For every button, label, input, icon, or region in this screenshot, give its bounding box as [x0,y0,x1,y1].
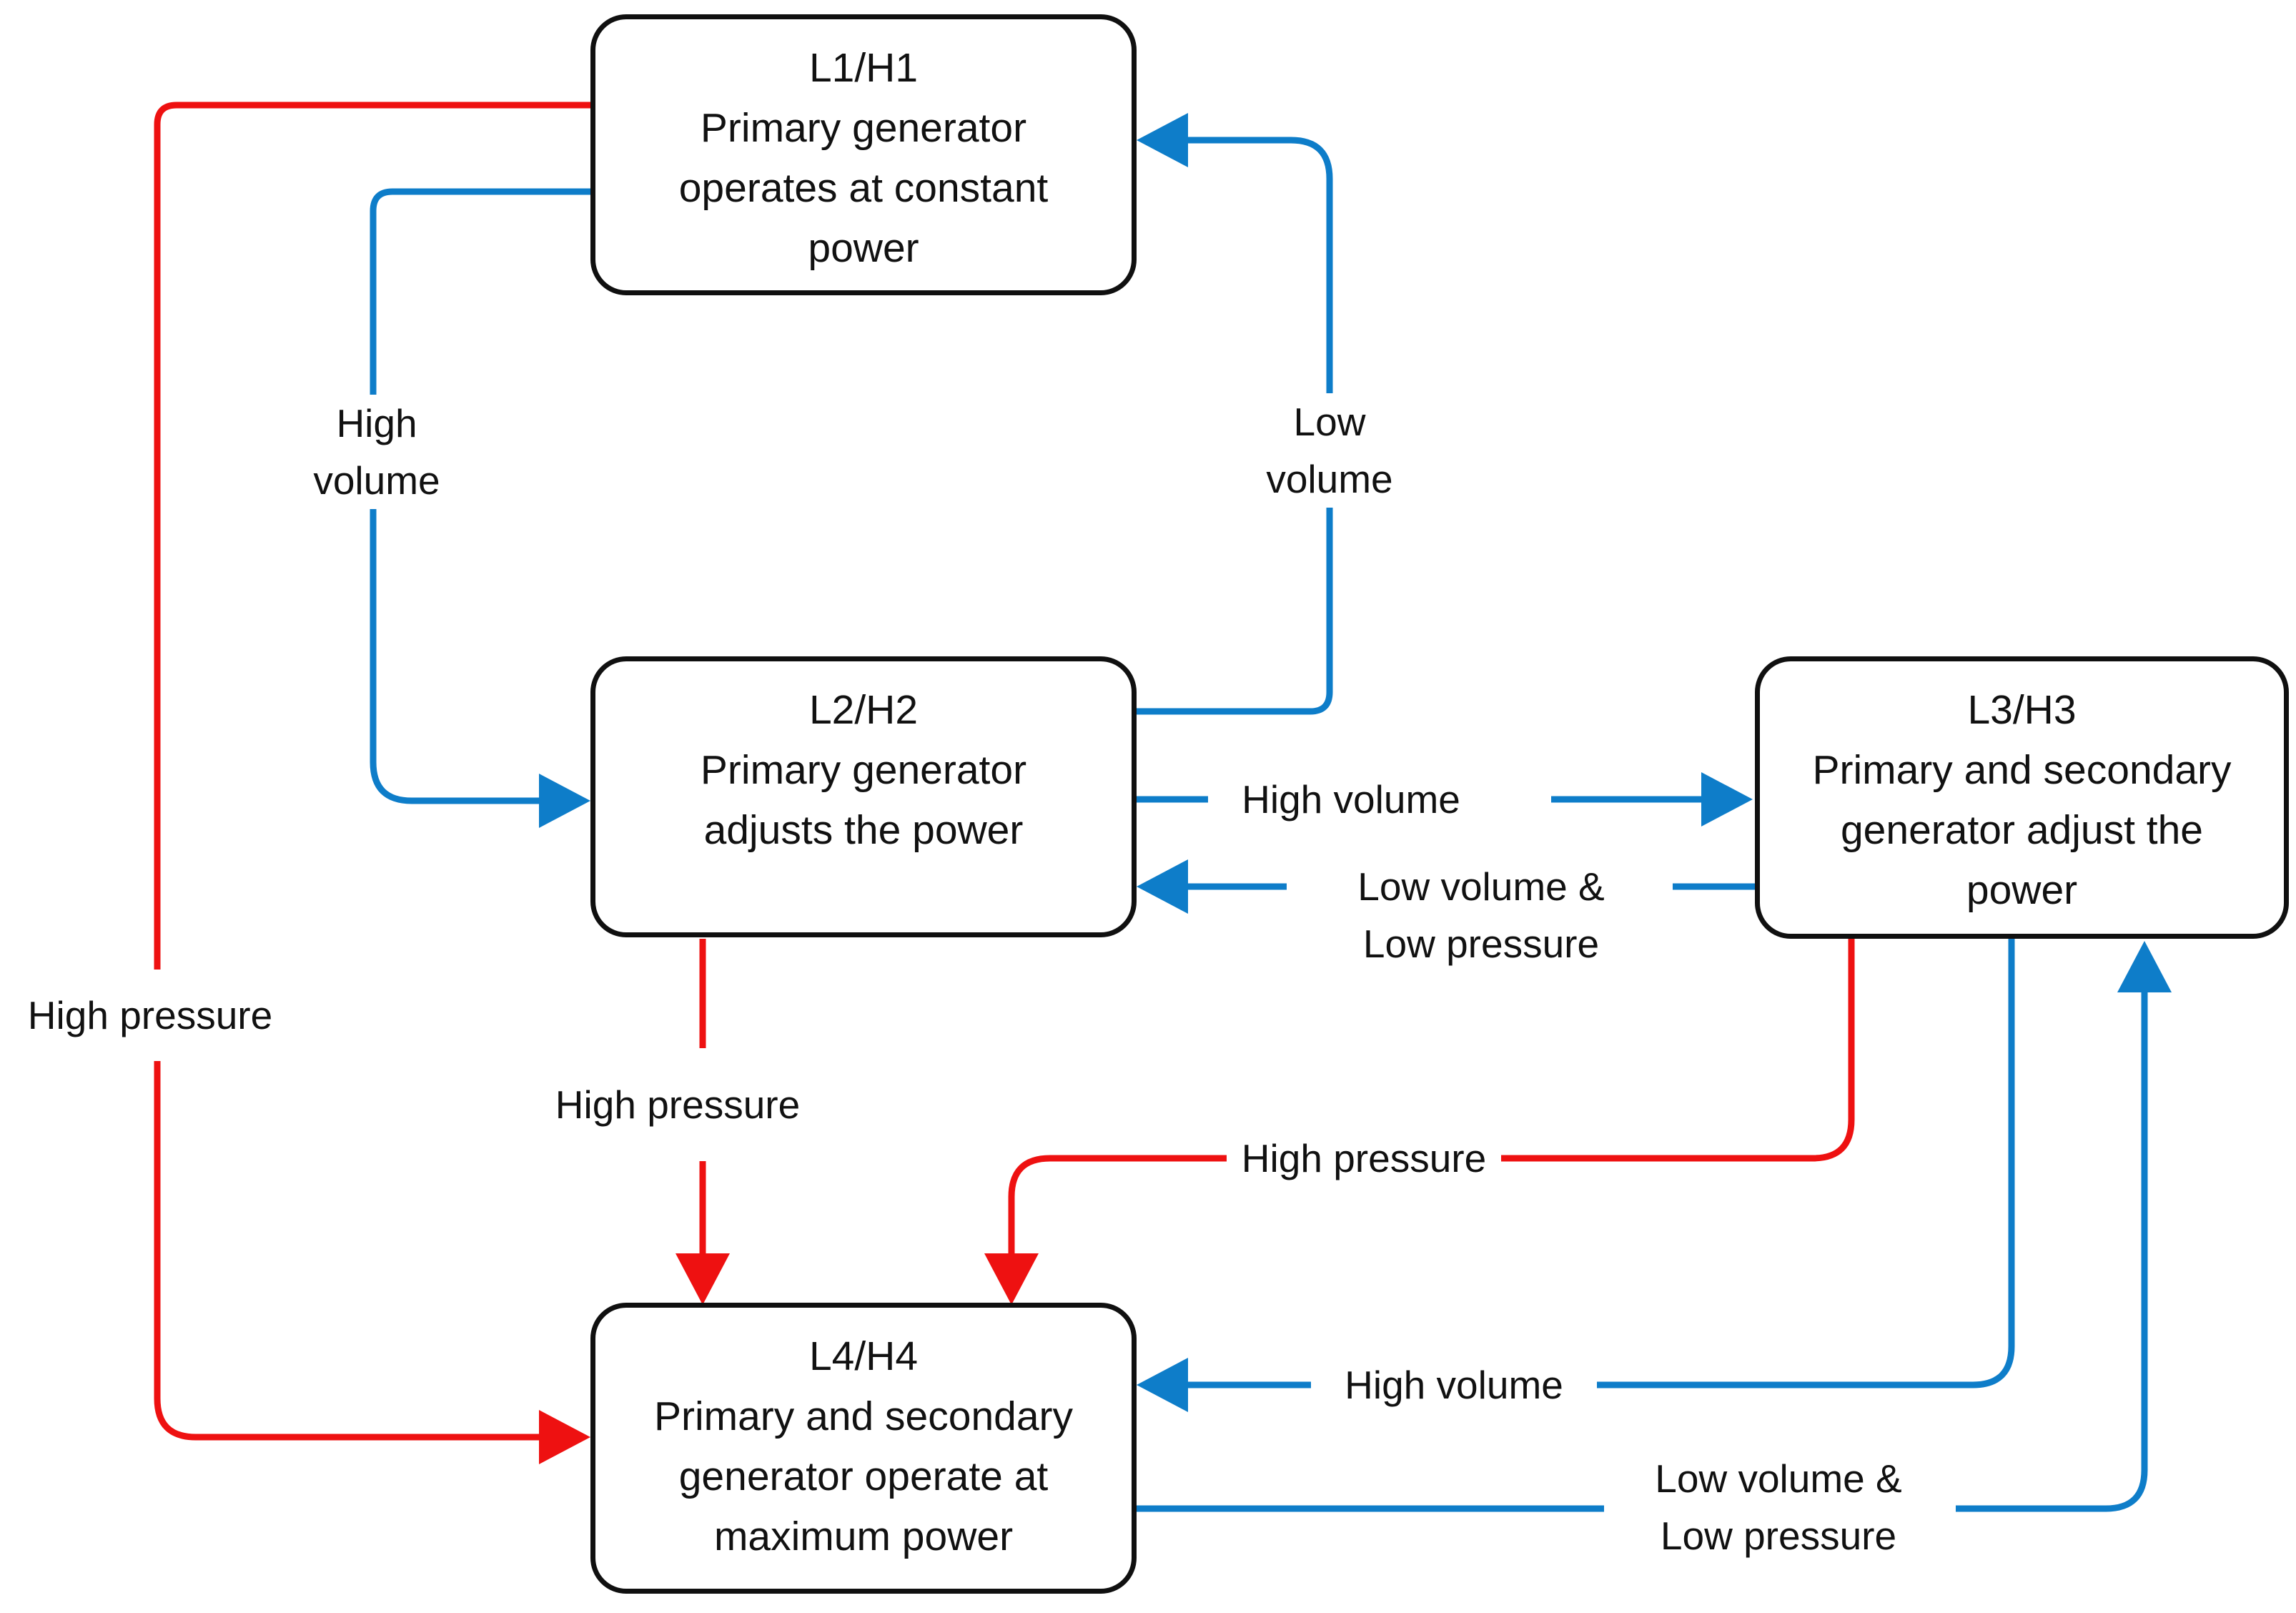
arrowhead-into-l1-right [1137,113,1188,167]
state-box-title: L4/H4 [808,1333,919,1379]
edge-label-low-volume-low-pressure-l3-l2: Low volume & Low pressure [1349,858,1613,972]
edge-l4-to-l3-low-volume-low-pressure [1956,990,2148,1512]
edge-l3-to-l4-high-pressure [1008,1155,1227,1256]
edge-label-high-volume-l3-l4: High volume [1336,1356,1572,1414]
edge-label-line: High [336,401,417,445]
edge-label-line: volume [313,458,440,503]
arrowhead-into-l2-left [539,774,590,828]
edge-label-line: High volume [1345,1363,1563,1407]
edge-label-line: High pressure [27,993,273,1037]
edge-l1-to-l4-high-pressure [154,102,590,970]
edge-label-line: High pressure [555,1082,801,1127]
edge-label-line: High volume [1242,777,1460,822]
state-box-text: Primary generator [700,105,1027,151]
arrowhead-into-l4-left [539,1410,590,1464]
edge-label-line: Low pressure [1660,1514,1897,1558]
edge-label-high-pressure-far-left: High pressure [19,987,282,1044]
state-box-text: power [1966,867,2078,913]
state-box-text: generator operate at [678,1454,1049,1499]
arrowhead-into-l2-right [1137,859,1188,914]
arrowhead-into-l4-top-left [676,1253,730,1305]
edge-l2-to-l1-low-volume [1137,503,1333,715]
state-box-title: L2/H2 [808,687,919,733]
arrowhead-into-l3-bottom [2117,941,2172,992]
edge-l1-to-l2-high-volume [370,503,542,804]
state-box-text: adjusts the power [703,807,1024,853]
state-box-text: power [808,225,919,271]
state-box-l3h3: L3/H3 Primary and secondary generator ad… [1755,656,2289,939]
edge-l1-to-l2-high-volume [370,188,590,398]
edge-l3-to-l4-high-pressure [1501,939,1855,1162]
state-box-l4h4: L4/H4 Primary and secondary generator op… [590,1303,1137,1594]
state-box-text: Primary and secondary [653,1394,1074,1439]
edge-label-high-pressure-below-l2: High pressure [546,1076,809,1133]
state-box-title: L1/H1 [808,45,919,91]
edge-l1-to-l4-high-pressure [154,1061,542,1441]
edge-label-line: High pressure [1241,1136,1487,1180]
state-box-l2h2: L2/H2 Primary generator adjusts the powe… [590,656,1137,937]
edge-label-low-volume-right: Low volume [1257,393,1402,508]
edge-l3-to-l4-high-volume [1597,939,2015,1388]
arrowhead-into-l4-right [1137,1358,1188,1412]
state-box-title: L3/H3 [1967,687,2077,733]
edge-label-high-volume-l2-l3: High volume [1233,771,1469,828]
edge-label-high-pressure-l3-l4: High pressure [1232,1130,1495,1187]
state-box-text: generator adjust the [1840,807,2204,853]
arrowhead-into-l4-top-right [984,1253,1039,1305]
state-box-text: maximum power [713,1514,1014,1559]
state-box-l1h1: L1/H1 Primary generator operates at cons… [590,14,1137,295]
edge-label-line: Low pressure [1362,922,1600,966]
edge-label-high-volume-left: High volume [305,395,449,509]
state-box-text: operates at constant [678,165,1049,211]
edge-label-low-volume-low-pressure-l4-l3: Low volume & Low pressure [1646,1450,1911,1564]
arrowhead-into-l3-left [1701,772,1753,827]
edge-label-line: Low volume & [1655,1456,1902,1501]
edge-label-line: Low volume & [1357,864,1605,909]
edge-label-line: volume [1266,457,1393,501]
state-box-text: Primary generator [700,747,1027,793]
state-box-text: Primary and secondary [1812,747,2232,793]
edge-label-line: Low [1293,400,1366,444]
edge-l2-to-l1-low-volume [1185,137,1333,398]
